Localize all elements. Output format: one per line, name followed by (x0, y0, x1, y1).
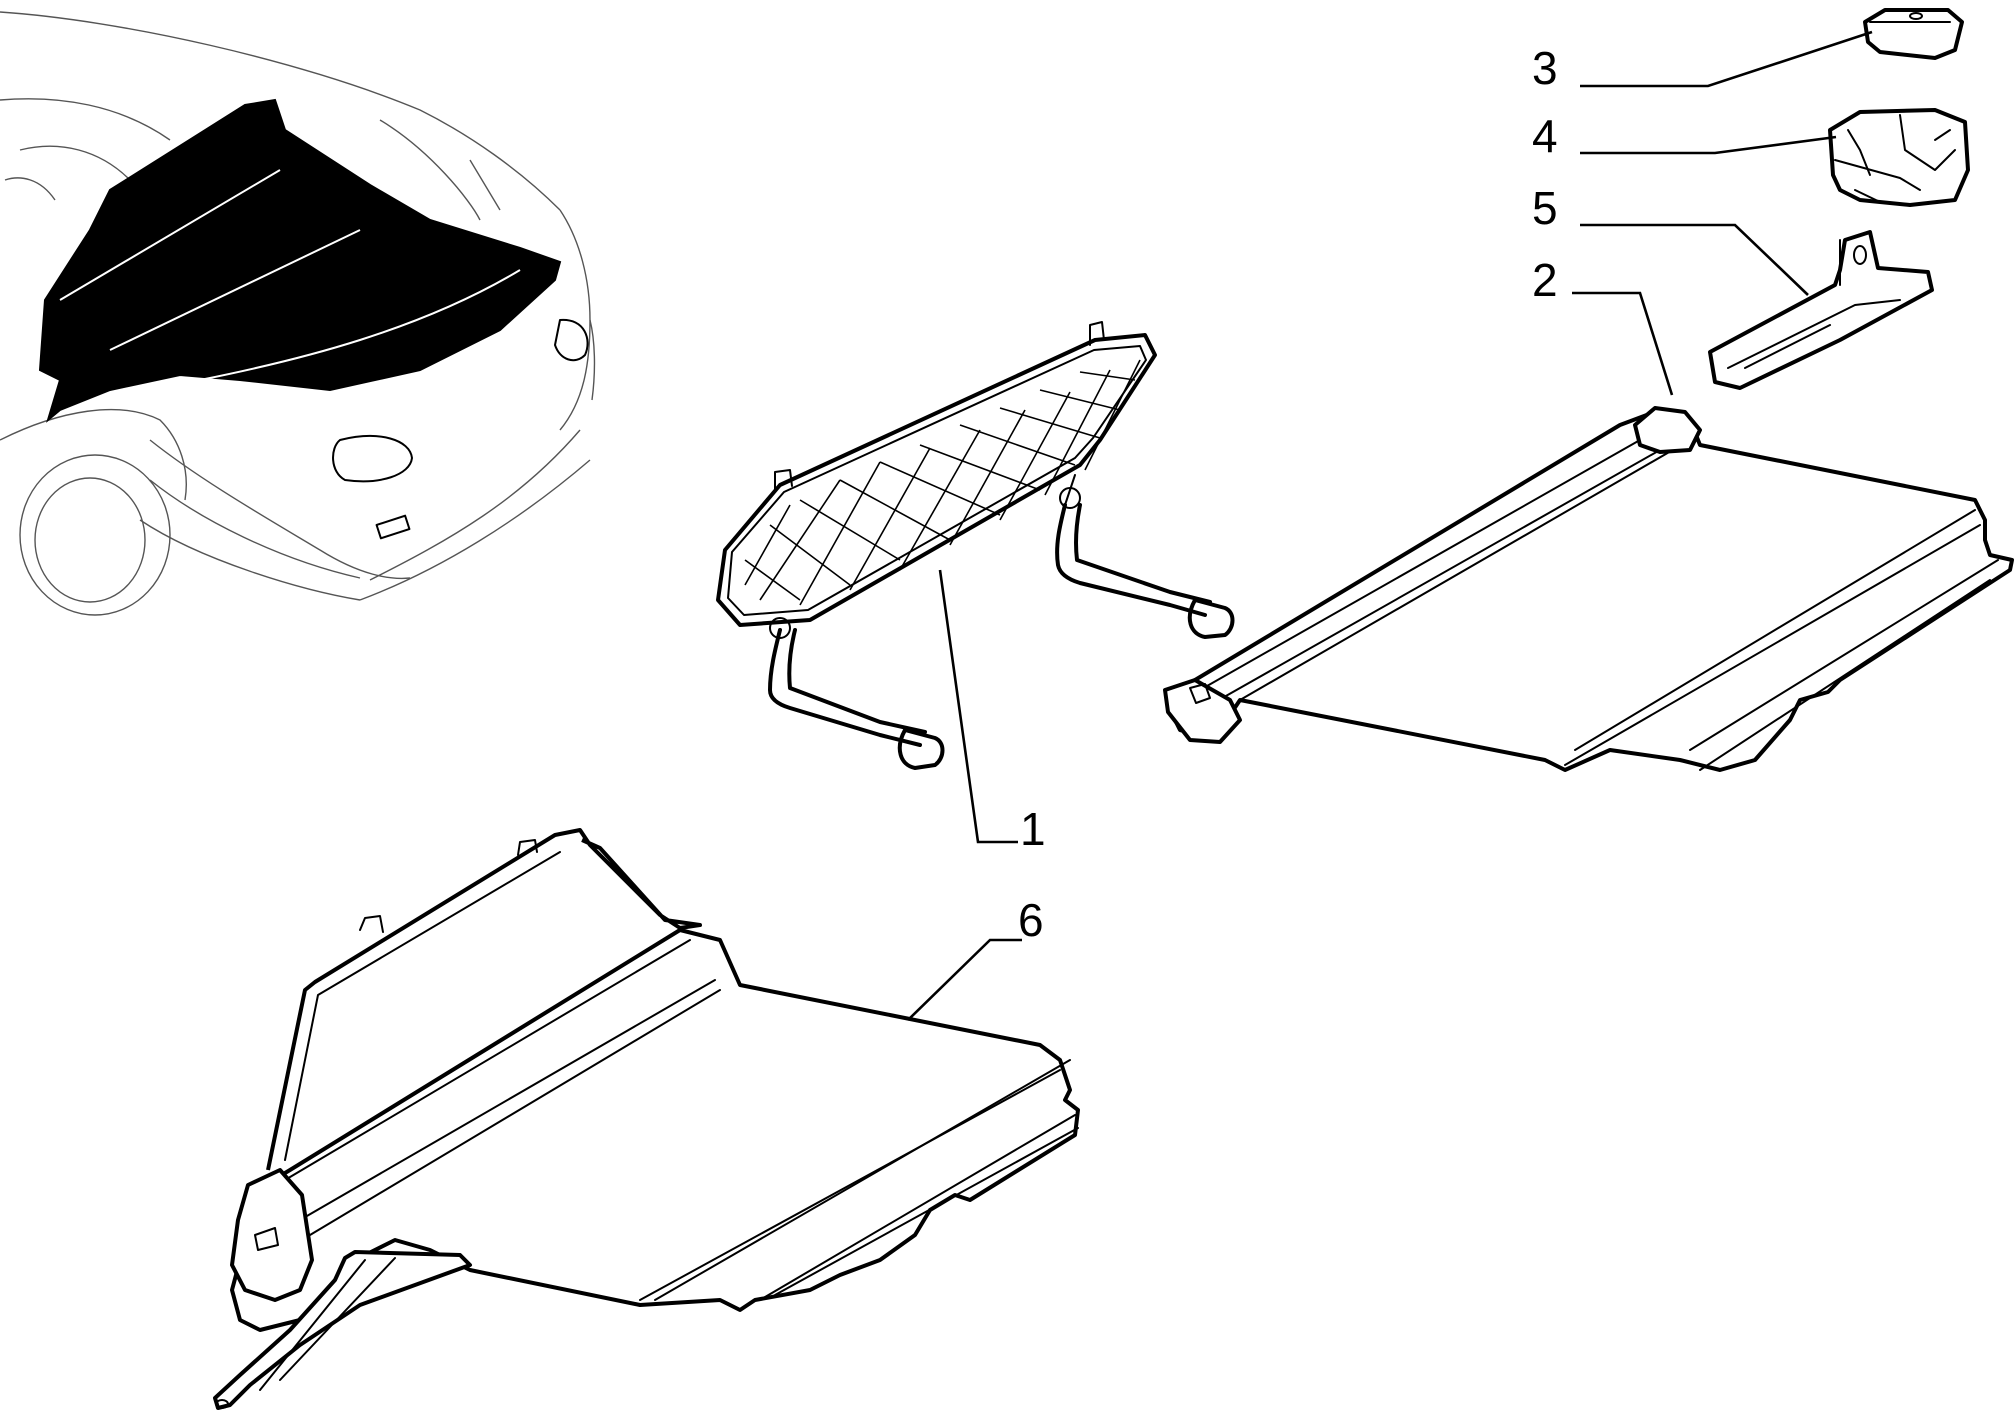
callout-2: 2 (1532, 254, 1558, 306)
small-parts (1708, 8, 1970, 390)
callout-labels: 1 2 3 4 5 6 (1018, 42, 1558, 946)
roller-cover-part (1163, 406, 2014, 772)
leader-lines (907, 30, 1873, 1021)
callout-1: 1 (1020, 803, 1046, 855)
callout-6: 6 (1018, 894, 1044, 946)
callout-3: 3 (1532, 42, 1558, 94)
cover-net-assembly-part (213, 828, 1080, 1410)
callout-4: 4 (1532, 110, 1558, 162)
callout-5: 5 (1532, 182, 1558, 234)
car-rear-illustration (0, 11, 596, 616)
luggage-net-part (716, 321, 1235, 770)
